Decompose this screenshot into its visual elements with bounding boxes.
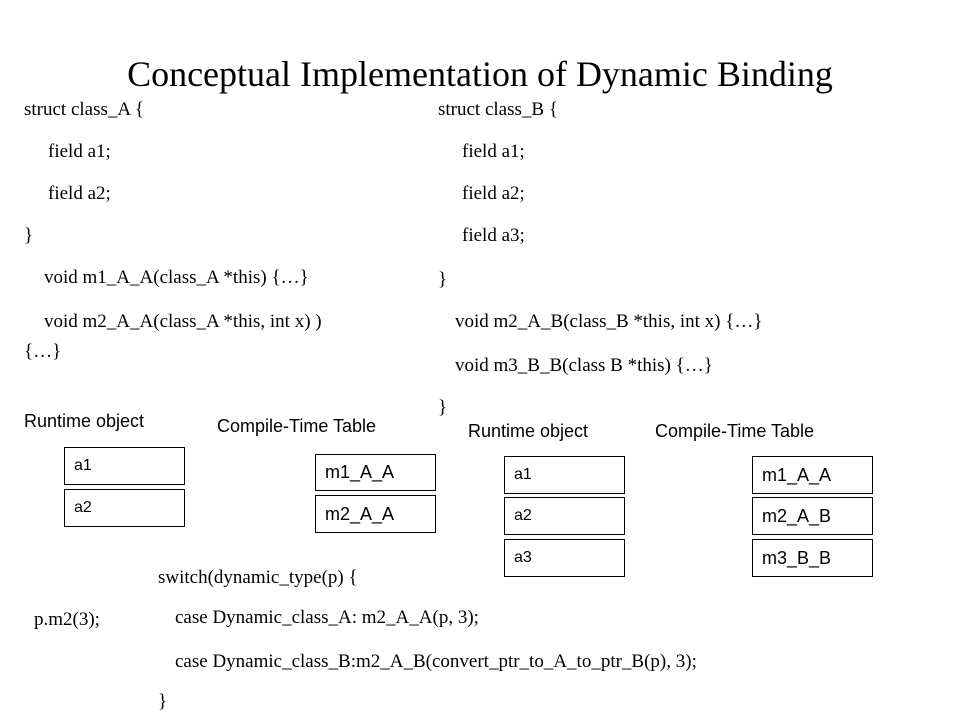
code-line: field a2; xyxy=(48,183,111,204)
table-entry-cell: m1_A_A xyxy=(315,454,436,491)
object-field-cell: a1 xyxy=(504,456,625,494)
code-line: field a1; xyxy=(48,141,111,162)
object-field-cell: a3 xyxy=(504,539,625,577)
object-field-cell: a2 xyxy=(64,489,185,527)
call-expression: p.m2(3); xyxy=(34,609,100,630)
code-line: } xyxy=(438,397,448,418)
code-line: {…} xyxy=(24,341,62,362)
table-entry-cell: m2_A_B xyxy=(752,497,873,535)
code-line: case Dynamic_class_B:m2_A_B(convert_ptr_… xyxy=(175,651,697,672)
slide-title: Conceptual Implementation of Dynamic Bin… xyxy=(127,54,833,94)
code-line: void m1_A_A(class_A *this) {…} xyxy=(44,267,309,288)
code-line: struct class_B { xyxy=(438,99,558,120)
table-entry-cell: m3_B_B xyxy=(752,539,873,577)
code-line: void m3_B_B(class B *this) {…} xyxy=(455,355,713,376)
code-line: case Dynamic_class_A: m2_A_A(p, 3); xyxy=(175,607,479,628)
object-field-cell: a1 xyxy=(64,447,185,485)
code-line: switch(dynamic_type(p) { xyxy=(158,567,358,588)
code-line: } xyxy=(438,269,448,290)
code-line: void m2_A_B(class_B *this, int x) {…} xyxy=(455,311,763,332)
runtime-object-label: Runtime object xyxy=(468,421,589,441)
code-line: field a2; xyxy=(462,183,525,204)
code-line: void m2_A_A(class_A *this, int x) ) xyxy=(44,311,322,332)
code-line: } xyxy=(158,691,168,712)
compile-time-table-label: Compile-Time Table xyxy=(217,416,377,436)
code-line: struct class_A { xyxy=(24,99,144,120)
code-line: field a3; xyxy=(462,225,525,246)
runtime-object-label: Runtime object xyxy=(24,411,145,431)
object-field-cell: a2 xyxy=(504,497,625,535)
compile-time-table-label: Compile-Time Table xyxy=(655,421,815,441)
code-line: field a1; xyxy=(462,141,525,162)
table-entry-cell: m2_A_A xyxy=(315,495,436,533)
code-line: } xyxy=(24,225,34,246)
table-entry-cell: m1_A_A xyxy=(752,456,873,494)
